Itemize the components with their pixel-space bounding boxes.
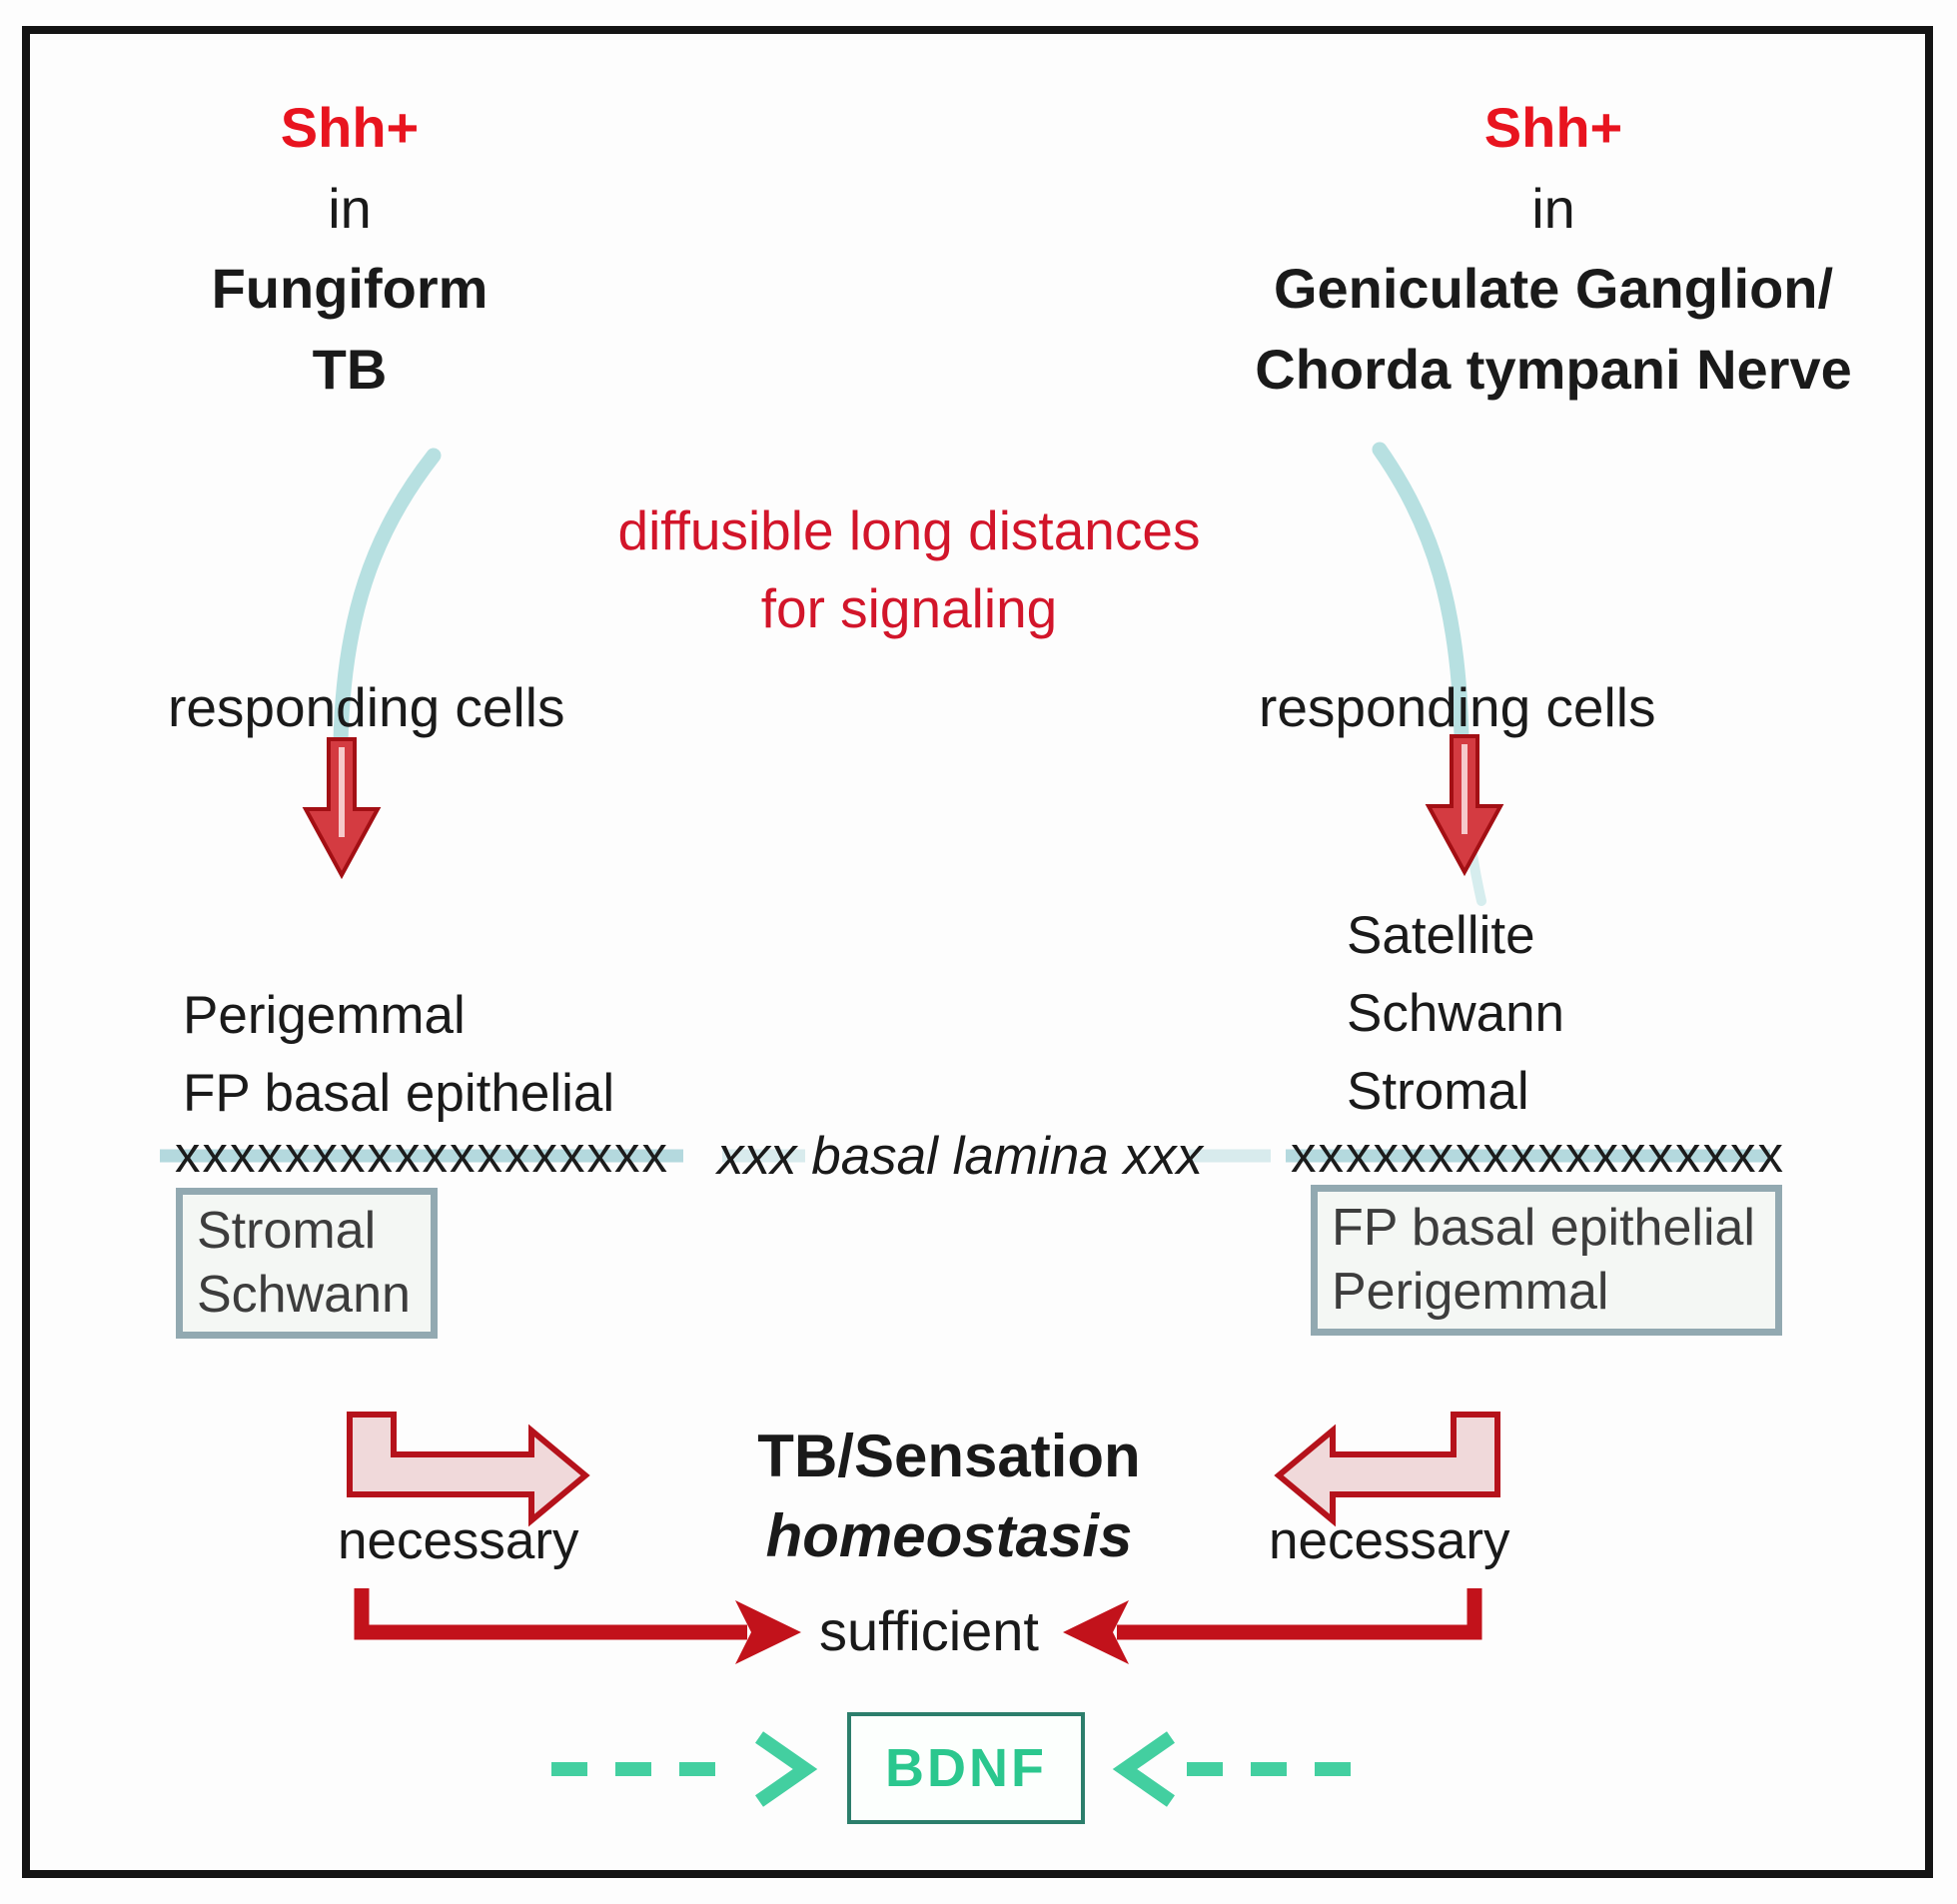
cross-lamina-target-box-right: FP basal epithelial Perigemmal bbox=[1311, 1185, 1782, 1336]
tissue-label: Fungiform bbox=[211, 257, 489, 321]
cell-type-label: Perigemmal bbox=[183, 986, 466, 1045]
necessary-left-label: necessary bbox=[338, 1511, 579, 1570]
outcome-line-italic: homeostasis bbox=[765, 1501, 1133, 1569]
responding-cells-right-label: responding cells bbox=[1259, 676, 1656, 738]
shh-source-left: Shh+ in Fungiform TB bbox=[80, 88, 619, 411]
cell-type-label: Stromal bbox=[1347, 1061, 1529, 1121]
diffusion-note-line: diffusible long distances bbox=[617, 499, 1201, 561]
left-sufficient-arrow-icon bbox=[354, 1588, 747, 1640]
cell-type-label: Perigemmal bbox=[1332, 1263, 1609, 1322]
outcome-block: TB/Sensation homeostasis bbox=[689, 1417, 1209, 1576]
diffusion-note-line: for signaling bbox=[760, 577, 1058, 640]
target-cells-left: Perigemmal FP basal epithelial bbox=[183, 977, 614, 1133]
basal-lamina-label: xxx basal lamina xxx bbox=[717, 1127, 1204, 1186]
cell-type-label: FP basal epithelial bbox=[183, 1063, 615, 1123]
target-cells-right: Satellite Schwann Stromal bbox=[1347, 897, 1564, 1131]
right-diffusion-curve-icon bbox=[1372, 442, 1469, 744]
responding-cells-left-label: responding cells bbox=[168, 676, 565, 738]
tissue-label: Geniculate Ganglion/ bbox=[1273, 257, 1834, 321]
outcome-line: TB/Sensation bbox=[757, 1423, 1141, 1489]
bdnf-box: BDNF bbox=[847, 1712, 1085, 1824]
cell-type-label: FP basal epithelial bbox=[1332, 1199, 1755, 1257]
basal-lamina-left-marks: xxxxxxxxxxxxxxxxxx bbox=[175, 1126, 669, 1183]
cell-type-label: Schwann bbox=[1347, 983, 1565, 1043]
figure-border bbox=[22, 26, 1933, 1878]
diffusion-note: diffusible long distances for signaling bbox=[440, 491, 1379, 647]
left-sufficient-arrowhead-icon bbox=[735, 1600, 801, 1664]
right-sufficient-arrow-icon bbox=[1117, 1588, 1482, 1640]
right-bdnf-arrowhead-icon bbox=[1112, 1731, 1175, 1807]
left-diffusion-curve-icon bbox=[333, 448, 442, 749]
left-bdnf-arrowhead-icon bbox=[755, 1731, 818, 1807]
tissue-label: Chorda tympani Nerve bbox=[1255, 337, 1852, 401]
cell-type-label: Satellite bbox=[1347, 906, 1535, 965]
shh-gene-label: Shh+ bbox=[1483, 96, 1623, 159]
preposition-label: in bbox=[328, 176, 372, 240]
cross-lamina-target-box-left: Stromal Schwann bbox=[176, 1188, 438, 1339]
right-necessary-bent-arrow-icon bbox=[1274, 1412, 1500, 1527]
shh-source-right: Shh+ in Geniculate Ganglion/ Chorda tymp… bbox=[1169, 88, 1938, 411]
preposition-label: in bbox=[1531, 176, 1575, 240]
sufficient-label: sufficient bbox=[819, 1599, 1039, 1662]
right-sufficient-arrowhead-icon bbox=[1063, 1600, 1129, 1664]
necessary-right-label: necessary bbox=[1269, 1511, 1510, 1570]
basal-lamina-right-marks: xxxxxxxxxxxxxxxxxx bbox=[1291, 1126, 1785, 1183]
tissue-label: TB bbox=[312, 337, 388, 401]
cell-type-label: Stromal bbox=[197, 1202, 377, 1260]
shh-gene-label: Shh+ bbox=[280, 96, 420, 159]
cell-type-label: Schwann bbox=[197, 1266, 411, 1325]
left-necessary-bent-arrow-icon bbox=[347, 1412, 590, 1527]
